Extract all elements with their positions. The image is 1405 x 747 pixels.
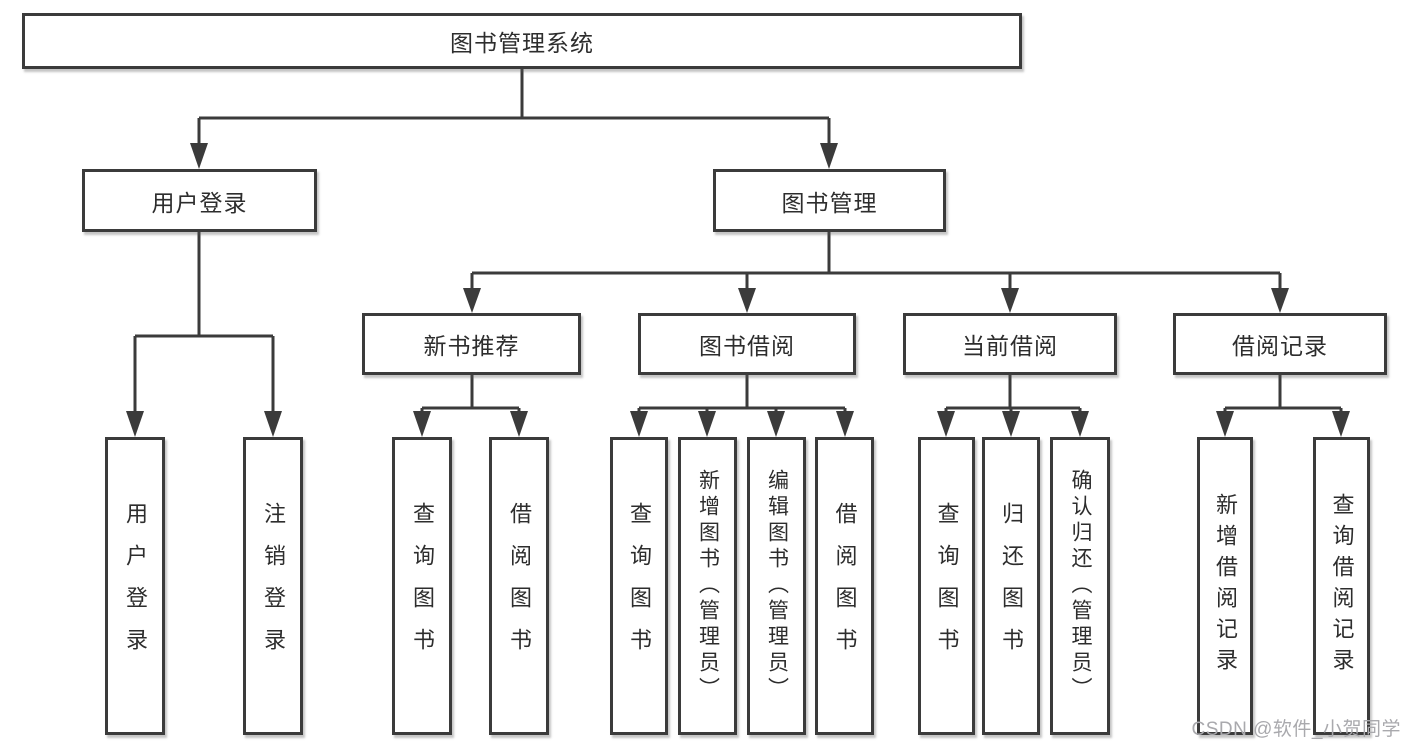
node-label: 借阅图书: [832, 502, 858, 670]
node-label: 借阅记录: [1232, 333, 1328, 359]
node-label: 当前借阅: [962, 333, 1058, 359]
node-label: 新书推荐: [423, 333, 520, 359]
node-label: 编辑图书（管理员）: [765, 469, 789, 703]
node-recommend-borrow-books: 借阅图书: [489, 437, 549, 735]
node-borrowing-edit-books-admin: 编辑图书（管理员）: [747, 437, 806, 735]
node-borrowing-query-books: 查询图书: [610, 437, 668, 735]
node-label: 新增图书（管理员）: [696, 469, 720, 703]
node-label: 查询图书: [934, 502, 960, 670]
node-label: 查询借阅记录: [1329, 493, 1355, 679]
node-label: 确认归还（管理员）: [1069, 469, 1092, 703]
node-library-management-system: 图书管理系统: [22, 13, 1022, 69]
connector-book-management-to-level3: [463, 232, 1289, 313]
connector-new-book-to-leaves: [413, 375, 528, 437]
node-label: 用户登录: [123, 502, 148, 670]
node-user-login-branch: 用户登录: [82, 169, 317, 232]
node-label: 注销登录: [261, 502, 286, 670]
node-records-add-borrow-record: 新增借阅记录: [1197, 437, 1253, 735]
connector-user-login-to-leaves: [126, 232, 282, 437]
node-label: 查询图书: [410, 502, 435, 670]
node-label: 查询图书: [627, 502, 652, 670]
node-recommend-query-books: 查询图书: [392, 437, 452, 735]
node-current-return-books: 归还图书: [982, 437, 1040, 735]
node-records-query-borrow-record: 查询借阅记录: [1313, 437, 1370, 735]
node-label: 图书管理系统: [450, 30, 594, 56]
node-borrowing-add-books-admin: 新增图书（管理员）: [678, 437, 737, 735]
csdn-watermark: CSDN @软件_小贺同学: [1191, 719, 1401, 740]
connector-borrow-record-to-leaves: [1216, 375, 1350, 437]
node-label: 新增借阅记录: [1213, 493, 1238, 679]
node-label: 借阅图书: [507, 502, 532, 670]
node-current-confirm-return-admin: 确认归还（管理员）: [1050, 437, 1110, 735]
node-borrow-records: 借阅记录: [1173, 313, 1387, 375]
node-user-login: 用户登录: [105, 437, 165, 735]
connector-root-to-level2: [190, 69, 838, 169]
node-label: 归还图书: [999, 502, 1024, 670]
node-book-borrowing: 图书借阅: [638, 313, 856, 375]
node-book-management-branch: 图书管理: [713, 169, 946, 232]
node-current-borrowing: 当前借阅: [903, 313, 1117, 375]
node-label: 用户登录: [151, 189, 248, 216]
node-logout-login: 注销登录: [243, 437, 303, 735]
node-label: 图书管理: [781, 189, 878, 216]
connector-book-borrow-to-leaves: [630, 375, 854, 437]
node-borrowing-borrow-books: 借阅图书: [815, 437, 874, 735]
node-label: 图书借阅: [699, 333, 795, 359]
node-current-query-books: 查询图书: [918, 437, 975, 735]
node-new-book-recommend: 新书推荐: [362, 313, 581, 375]
connector-current-borrow-to-leaves: [937, 375, 1089, 437]
